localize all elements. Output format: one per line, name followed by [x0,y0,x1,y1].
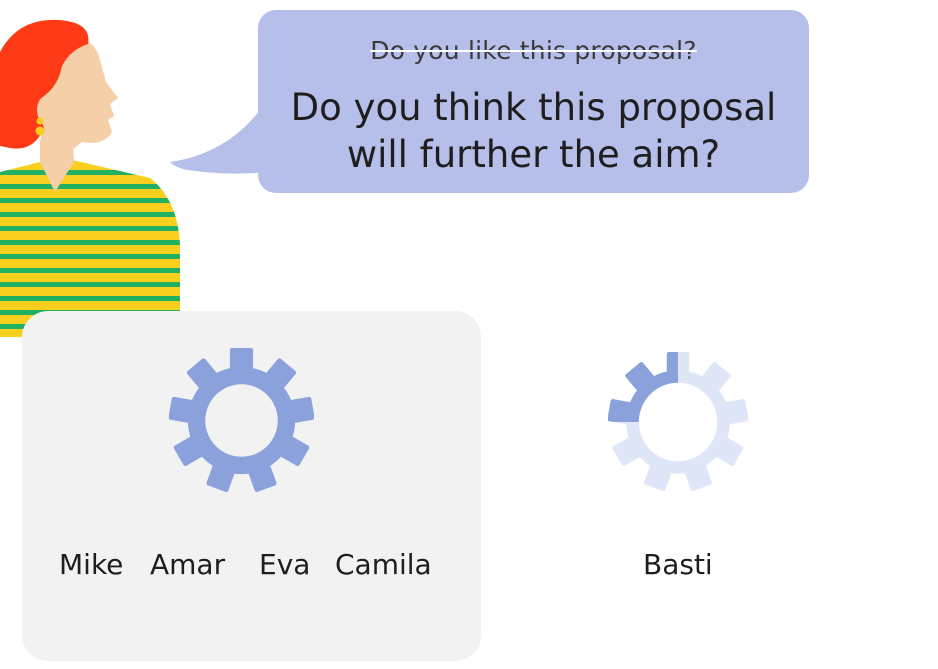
gear-icon-partial [608,352,748,492]
question: Do you think this proposal will further … [290,86,777,176]
gear-icon [169,348,314,493]
struck-question: Do you like this proposal? [370,36,697,65]
participant-name: Mike [59,548,124,581]
participant-name: Eva [259,548,311,581]
speech-bubble: Do you like this proposal? Do you think … [258,10,809,193]
participant-name: Basti [643,548,713,581]
participant-name: Amar [150,548,226,581]
person-illustration [0,19,180,337]
speech-bubble-tail [170,110,268,174]
participant-name: Camila [335,548,432,581]
